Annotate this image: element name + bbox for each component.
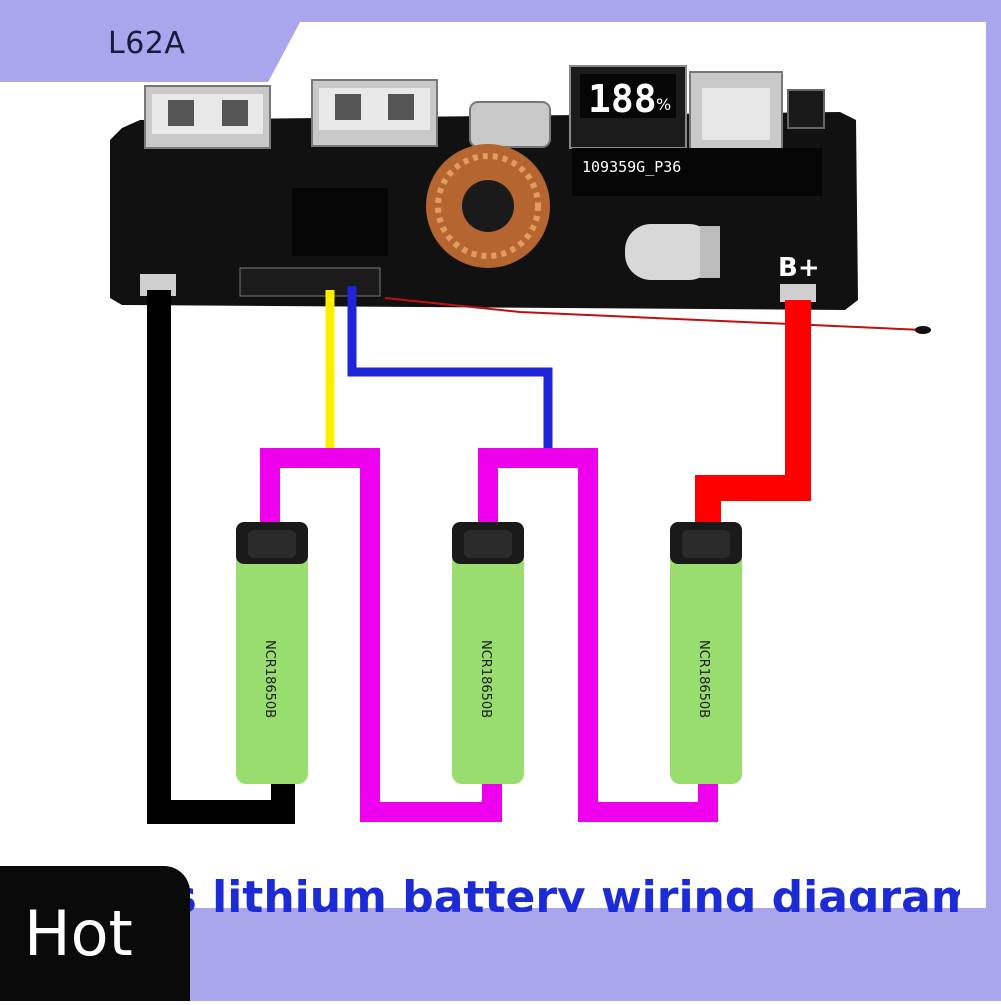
display-digits: 188 [588,77,657,121]
battery-model-1: NCR18650B [262,640,277,718]
series-link-1 [260,448,502,822]
terminal-label: B+ [778,253,820,283]
percent-display: 188 % [569,65,687,149]
battery-cell-2: NCR18650B [452,522,524,784]
b-plus-pad [780,284,816,302]
positive-wire [695,300,811,530]
series-link-2 [478,448,718,822]
power-ic [292,188,388,256]
power-button [787,89,825,129]
right-frame-strip [986,0,1001,908]
usb-c-port [469,101,551,148]
power-bank-pcb: 188 % 109359G_P36 B+ [110,65,858,310]
usb-a-port-1 [144,85,271,149]
controller-chip [572,148,822,196]
chip-label: 109359G_P36 [582,158,681,176]
toroid-inductor [426,144,550,268]
battery-cell-1: NCR18650B [236,522,308,784]
blue-balance-wire [347,286,553,452]
hot-badge: Hot [0,866,190,1001]
capacitor [625,224,720,280]
battery-cell-3: NCR18650B [670,522,742,784]
diagram-caption: 3s lithium battery wiring diagram [140,872,960,912]
usb-a-port-2 [311,79,438,147]
battery-model-2: NCR18650B [478,640,493,718]
display-unit: % [656,95,671,114]
ground-wire [147,290,295,824]
ntc-sensor-tip [915,326,931,334]
model-label: L62A [108,26,186,61]
top-left-label-tab [0,0,300,82]
battery-model-3: NCR18650B [696,640,711,718]
